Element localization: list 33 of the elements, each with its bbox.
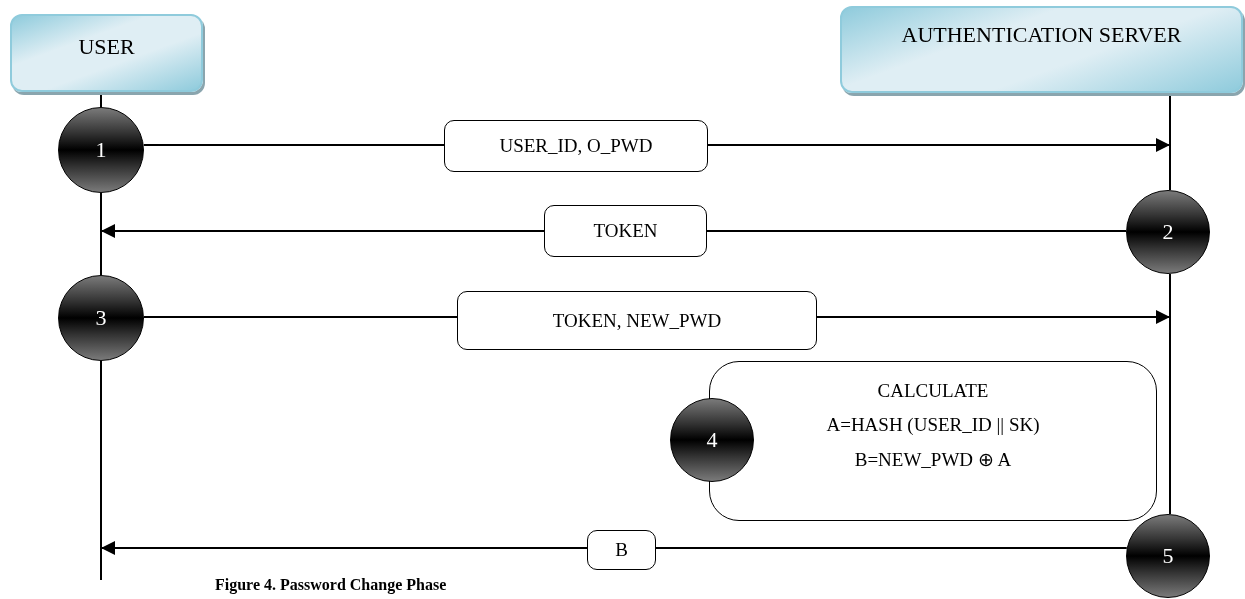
message-label: USER_ID, O_PWD [499, 135, 653, 157]
connector-line [142, 144, 445, 146]
actor-label: USER [78, 34, 135, 60]
message-label: TOKEN, NEW_PWD [552, 309, 722, 332]
connector-line [655, 547, 1128, 549]
formula-text: A=HASH (USER_ID || SK) [826, 414, 1040, 436]
connector-line [706, 230, 1127, 232]
message-box [457, 291, 817, 350]
step-number: 2 [1162, 219, 1174, 245]
message-box [544, 205, 707, 257]
message-box [444, 120, 708, 172]
connector-line [1169, 272, 1171, 516]
process-heading: CALCULATE [877, 380, 989, 402]
arrow [100, 224, 545, 238]
step-number: 1 [95, 137, 107, 163]
connector-line [100, 360, 102, 581]
arrow [707, 138, 1171, 152]
arrow [100, 541, 588, 555]
actor-label: AUTHENTICATION SERVER [901, 22, 1182, 48]
message-label: B [615, 539, 628, 561]
step-number: 4 [706, 427, 718, 453]
formula-text: B=NEW_PWD ⊕ A [854, 448, 1012, 471]
actor-box [10, 14, 203, 92]
arrow [816, 310, 1171, 324]
step-number: 3 [95, 305, 107, 331]
figure-caption: Figure 4. Password Change Phase [215, 576, 447, 594]
step-number: 5 [1162, 543, 1174, 569]
connector-line [143, 316, 458, 318]
connector-line [100, 192, 102, 276]
message-label: TOKEN [593, 220, 658, 242]
actor-box [840, 6, 1243, 93]
process-box [709, 361, 1157, 521]
message-box [587, 530, 656, 570]
